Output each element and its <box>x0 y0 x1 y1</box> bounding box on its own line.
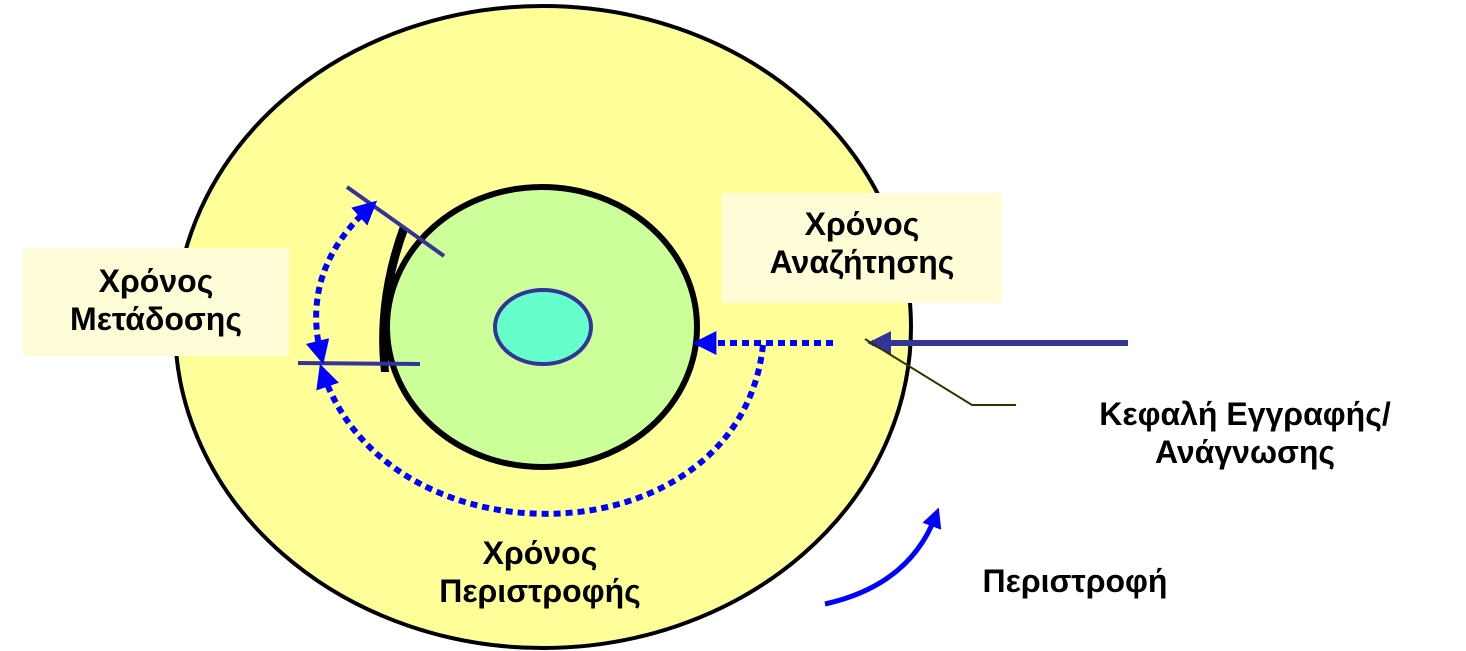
rotation-label: Περιστροφή <box>982 563 1168 599</box>
spindle <box>493 288 593 366</box>
rotation-time-label: Χρόνος Περιστροφής <box>400 534 680 610</box>
rotational-latency-arrow <box>316 344 766 517</box>
seek-time-label: Χρόνος Αναζήτησης <box>722 205 1002 281</box>
transfer-time-label: Χρόνος Μετάδοσης <box>23 262 289 338</box>
seek-label-highlight <box>722 193 1002 303</box>
rotation-time-label-line1: Χρόνος <box>482 535 598 571</box>
seek-time-label-line1: Χρόνος <box>804 206 920 242</box>
rotation-arrow <box>824 507 942 607</box>
read-write-head-label: Κεφαλή Εγγραφής/ Ανάγνωσης <box>1040 395 1450 471</box>
transfer-time-label-line2: Μετάδοσης <box>70 301 242 337</box>
data-sector <box>379 226 408 372</box>
read-write-head-label-line2: Ανάγνωσης <box>1154 434 1336 470</box>
rotation-time-label-line2: Περιστροφής <box>439 573 641 609</box>
transfer-time-arrow <box>305 200 378 365</box>
head-leader-line <box>864 338 1016 406</box>
transfer-time-label-line1: Χρόνος <box>98 263 214 299</box>
sector-end-tick <box>297 361 421 366</box>
transfer-label-highlight <box>23 248 289 356</box>
sector-start-tick <box>345 185 446 258</box>
read-write-head-label-line1: Κεφαλή Εγγραφής/ <box>1099 396 1391 432</box>
seek-time-label-line2: Αναζήτησης <box>769 244 955 280</box>
